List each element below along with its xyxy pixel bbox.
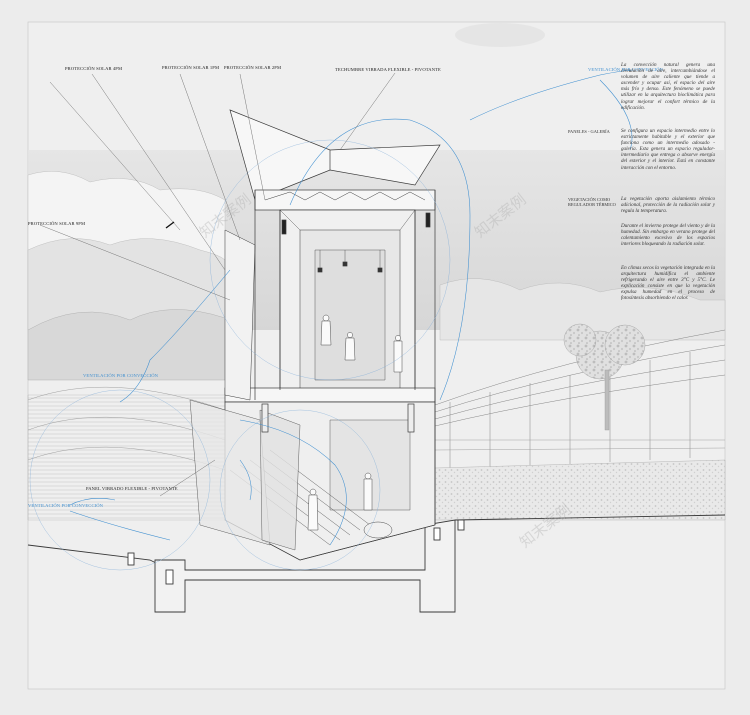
ground-vegetation bbox=[434, 459, 726, 521]
label-roof-membrane: TECHUMBRE VIBRADA FLEXIBLE - PIVOTANTE bbox=[335, 67, 441, 72]
label-panel-vibrado: PANEL VIBRADO FLEXIBLE - PIVOTANTE bbox=[86, 486, 178, 491]
paragraph-vegetation-2: Durante el invierno protege del viento y… bbox=[621, 223, 715, 248]
tree bbox=[563, 323, 646, 431]
paragraph-vegetation-1: La vegetación aporta aislamiento térmico… bbox=[621, 196, 715, 215]
convection-arcs bbox=[69, 69, 633, 546]
pivot-panel bbox=[224, 229, 256, 401]
title-vegetation: VEGETACIÓN COMO REGULADOR TÉRMICO bbox=[568, 197, 616, 207]
paragraph-gallery: Se configura un espacio intermedio entre… bbox=[621, 128, 715, 171]
people bbox=[307, 314, 403, 539]
label-solar-4pm: PROTECCIÓN SOLAR 4PM bbox=[65, 66, 123, 71]
foundations bbox=[127, 519, 465, 613]
label-vent-left: VENTILACIÓN POR CONVECCIÓN bbox=[83, 373, 159, 378]
label-solar-2pm: PROTECCIÓN SOLAR 2PM bbox=[224, 65, 282, 70]
label-vent-bottom: VENTILACIÓN POR CONVECCIÓN bbox=[28, 503, 104, 508]
label-vent-top: VENTILACIÓN POR CONVECCIÓN bbox=[588, 67, 664, 72]
label-solar-9am: PROTECCIÓN SOLAR 9PM bbox=[28, 221, 86, 226]
sun-marker bbox=[165, 221, 175, 229]
flow-circles bbox=[29, 139, 451, 571]
top-cloud bbox=[455, 23, 545, 47]
right-canopy bbox=[434, 329, 726, 470]
cloud-masses bbox=[27, 171, 726, 341]
solar-rays bbox=[39, 73, 266, 301]
mountain-ridge bbox=[27, 309, 226, 381]
paragraph-ventilation: La convección natural genera una circula… bbox=[621, 62, 715, 111]
title-panel-gallery: PANELES - GALERÍA bbox=[568, 129, 610, 134]
label-solar-1pm: PROTECCIÓN SOLAR 1PM bbox=[162, 65, 220, 70]
leader-lines bbox=[159, 72, 396, 497]
building bbox=[189, 109, 441, 561]
paragraph-vegetation-3: En climas secos la vegetación integrada … bbox=[621, 265, 715, 302]
